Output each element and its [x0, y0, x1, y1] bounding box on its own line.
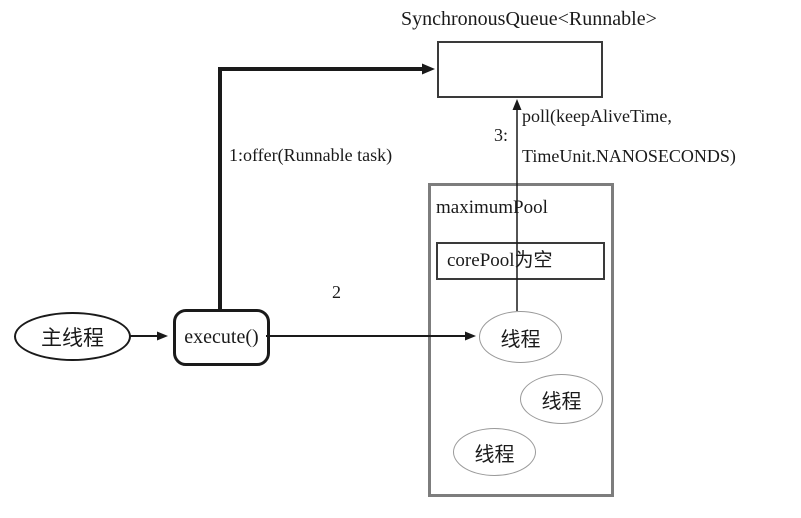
offer-arrow-label: 1:offer(Runnable task) [229, 145, 393, 165]
thread-node-3: 线程 [453, 428, 536, 476]
synchronous-queue-title: SynchronousQueue<Runnable> [401, 8, 657, 30]
poll-label-line2: TimeUnit.NANOSECONDS) [522, 146, 736, 166]
synchronous-queue-box [437, 41, 603, 98]
execute-node: execute() [173, 309, 270, 366]
main-thread-node: 主线程 [14, 312, 131, 361]
maximum-pool-label: maximumPool [436, 197, 548, 218]
core-pool-box: corePool为空 [436, 242, 605, 280]
offer-arrow [218, 63, 435, 312]
thread-node-2: 线程 [520, 374, 603, 424]
poll-label-line1: poll(keepAliveTime, [522, 106, 672, 126]
step2-label: 2 [332, 282, 341, 302]
thread-node-1: 线程 [479, 311, 562, 363]
step3-label: 3: [494, 125, 509, 145]
